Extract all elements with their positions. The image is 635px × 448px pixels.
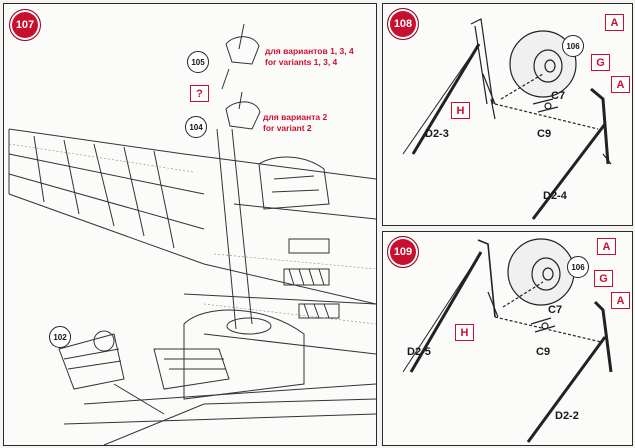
part-label-left-strut: D2-3 — [425, 128, 449, 140]
unknown-part-tag: ? — [190, 85, 209, 102]
paint-tag-g: G — [594, 270, 613, 287]
landing-gear-drawing-108 — [402, 18, 612, 220]
part-label-c9: C9 — [536, 346, 551, 358]
step-107-panel: 107 105 104 102 ? для вариантов 1, 3, 4 … — [3, 3, 377, 446]
aircraft-wing-drawing — [8, 23, 376, 445]
part-label-right-strut: D2-2 — [555, 410, 579, 422]
paint-tag-h: H — [455, 324, 474, 341]
variant-note-a-ru: для вариантов 1, 3, 4 — [265, 46, 354, 56]
step-number-badge: 109 — [387, 236, 419, 268]
part-label-left-strut: D2-5 — [407, 346, 431, 358]
part-label-c7: C7 — [548, 304, 563, 316]
paint-tag-a-right: A — [611, 76, 630, 93]
variant-note-b-en: for variant 2 — [263, 123, 312, 133]
step-number-badge: 108 — [387, 8, 419, 40]
step-108-panel: 108 A G A H 106 C7 C9 D2-3 D2-4 — [382, 3, 633, 226]
part-label-right-strut: D2-4 — [543, 190, 567, 202]
paint-tag-h: H — [451, 102, 470, 119]
landing-gear-drawing-109 — [402, 238, 613, 443]
paint-tag-a-right: A — [611, 292, 630, 309]
part-ref-102: 102 — [49, 326, 71, 348]
part-ref-106: 106 — [567, 256, 589, 278]
paint-tag-a-top: A — [597, 238, 616, 255]
variant-note-b: для варианта 2 for variant 2 — [263, 112, 327, 134]
variant-note-a: для вариантов 1, 3, 4 for variants 1, 3,… — [265, 46, 354, 68]
paint-tag-a-top: A — [605, 14, 624, 31]
part-ref-106: 106 — [562, 35, 584, 57]
step-number-badge: 107 — [9, 9, 41, 41]
part-ref-104: 104 — [185, 116, 207, 138]
variant-note-a-en: for variants 1, 3, 4 — [265, 57, 338, 67]
part-ref-105: 105 — [187, 51, 209, 73]
paint-tag-g: G — [591, 54, 610, 71]
part-label-c9: C9 — [537, 128, 552, 140]
step-109-panel: 109 A G A H 106 C7 C9 D2-5 D2-2 — [382, 231, 633, 446]
part-label-c7: C7 — [551, 90, 566, 102]
variant-note-b-ru: для варианта 2 — [263, 112, 328, 122]
